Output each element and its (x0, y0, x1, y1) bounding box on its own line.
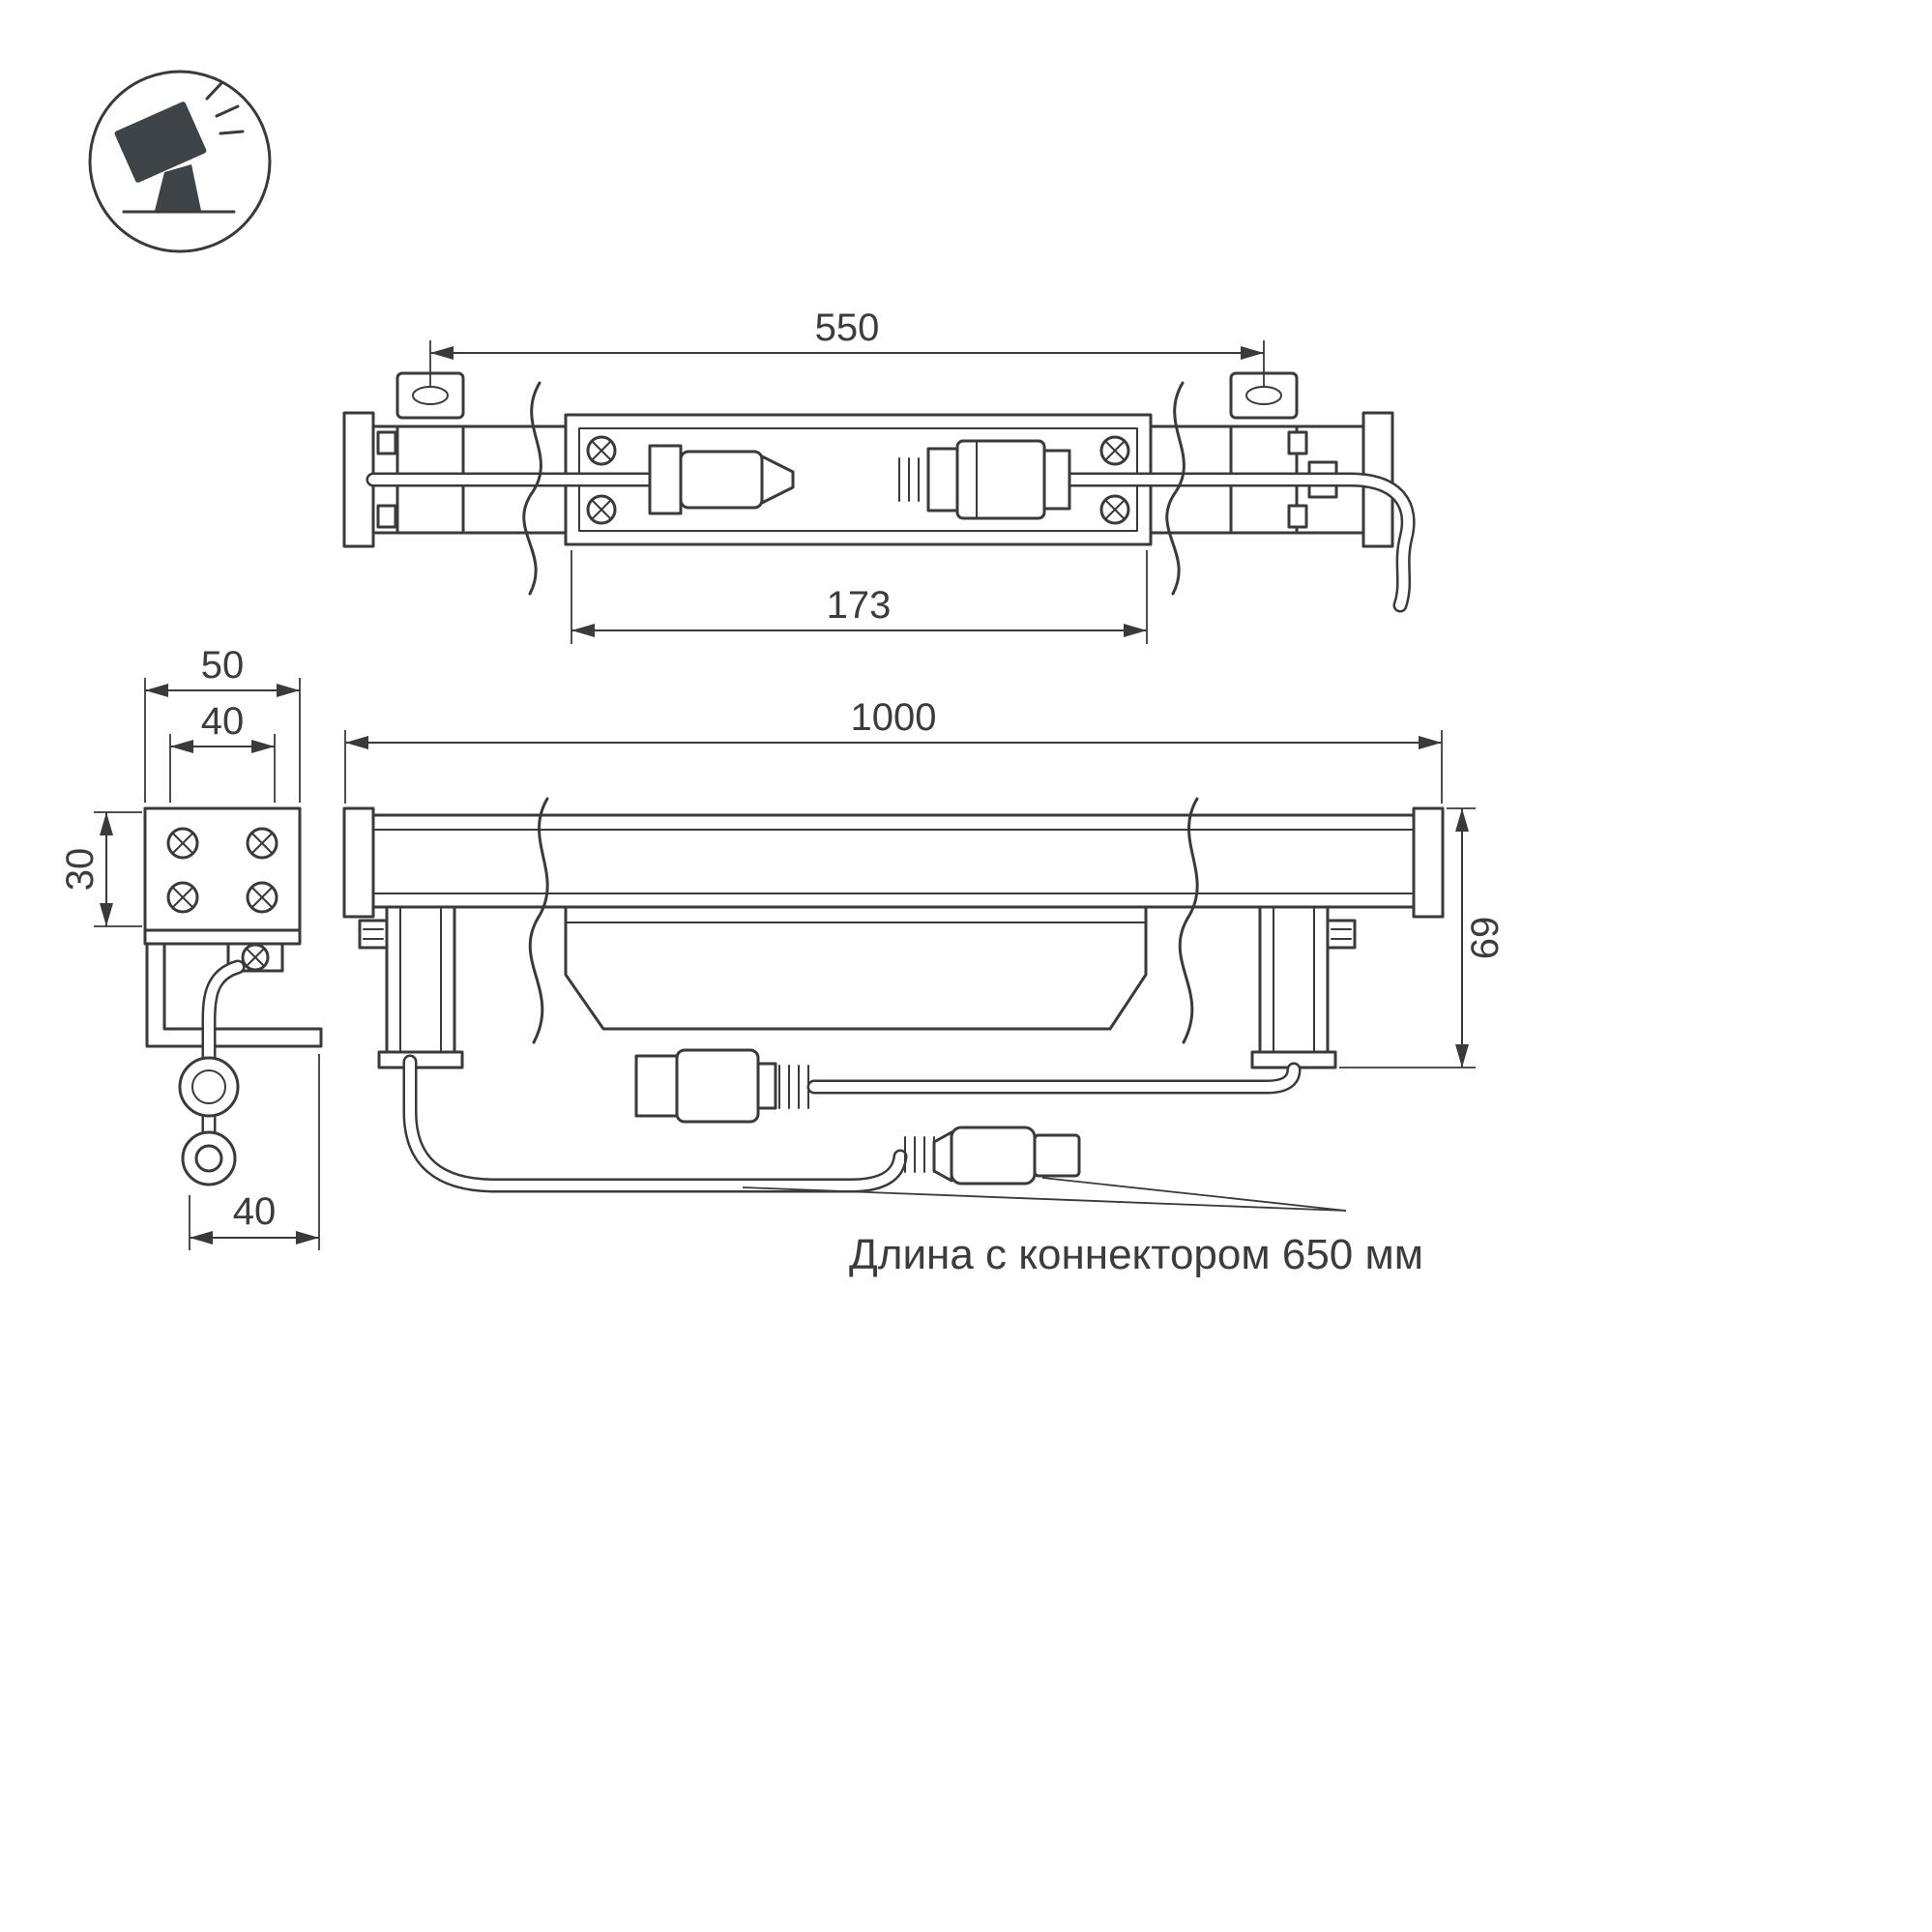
connector-end-icon (194, 1144, 223, 1173)
screw-icon (1099, 494, 1130, 525)
screw-icon (166, 881, 199, 914)
dim-label-50: 50 (201, 644, 245, 687)
screw-icon (1099, 435, 1130, 466)
dim-label-30: 30 (59, 848, 102, 892)
break-line (522, 381, 542, 596)
dim-1000: 1000 (344, 696, 1443, 804)
light-rays-icon (205, 81, 245, 135)
end-bracket (145, 942, 323, 1048)
end-cable (178, 959, 246, 1186)
dim-label-40-upper: 40 (201, 700, 245, 743)
leader-line (1041, 1177, 1347, 1212)
dim-30: 30 (59, 811, 142, 927)
break-line (1165, 381, 1186, 596)
connector-male-front (904, 1126, 1081, 1186)
icon-circle (88, 70, 272, 253)
end-pivot (226, 942, 284, 973)
end-cap-left-front (342, 806, 375, 919)
screw-icon (166, 827, 199, 860)
bolt-icon (1326, 919, 1357, 950)
end-plate (143, 806, 302, 932)
dim-label-173: 173 (827, 584, 892, 627)
screw-icon (586, 494, 617, 525)
connector-pair-top (648, 439, 1071, 520)
floodlight-icon (114, 81, 245, 214)
dim-label-40-lower: 40 (233, 1190, 277, 1233)
end-plate-screws (166, 827, 278, 914)
plate-screws (586, 435, 1130, 525)
mounting-bracket-right-top (1229, 371, 1338, 535)
break-line (528, 797, 549, 1044)
product-type-icon (88, 70, 272, 253)
connector-length-note: Длина с коннектором 650 мм (742, 1177, 1423, 1278)
screw-icon (246, 881, 278, 914)
mounting-bracket-left-top (376, 371, 465, 535)
top-view: 550 173 (342, 307, 1416, 644)
cable-right-pigtail (806, 1062, 1302, 1095)
dim-173: 173 (571, 550, 1148, 644)
leader-line (742, 1186, 1347, 1212)
bolt-icon (358, 919, 389, 950)
end-rail (143, 928, 302, 946)
break-line (1178, 797, 1199, 1044)
mounting-bracket-right-front (1250, 905, 1357, 1069)
note-text: Длина с коннектором 650 мм (849, 1231, 1423, 1278)
screw-icon (246, 827, 278, 860)
connector-female-front (634, 1048, 809, 1124)
cable-left-pigtail (402, 1054, 908, 1193)
front-view: 1000 69 (342, 696, 1507, 1193)
dim-50: 50 (144, 644, 301, 803)
dim-label-550: 550 (815, 307, 880, 349)
dim-40-lower: 40 (189, 1054, 320, 1250)
dim-550: 550 (429, 307, 1265, 387)
dim-label-69: 69 (1464, 917, 1507, 960)
driver-body (564, 905, 1148, 1031)
feed-through-cable-top (366, 472, 1416, 613)
screw-icon (586, 435, 617, 466)
dim-40-upper: 40 (169, 700, 276, 803)
end-view: 50 40 30 40 (59, 644, 323, 1250)
dim-label-1000: 1000 (851, 696, 937, 739)
end-cap-right-front (1412, 806, 1445, 919)
mounting-bracket-left-front (358, 905, 464, 1069)
dim-69: 69 (1339, 807, 1507, 1068)
